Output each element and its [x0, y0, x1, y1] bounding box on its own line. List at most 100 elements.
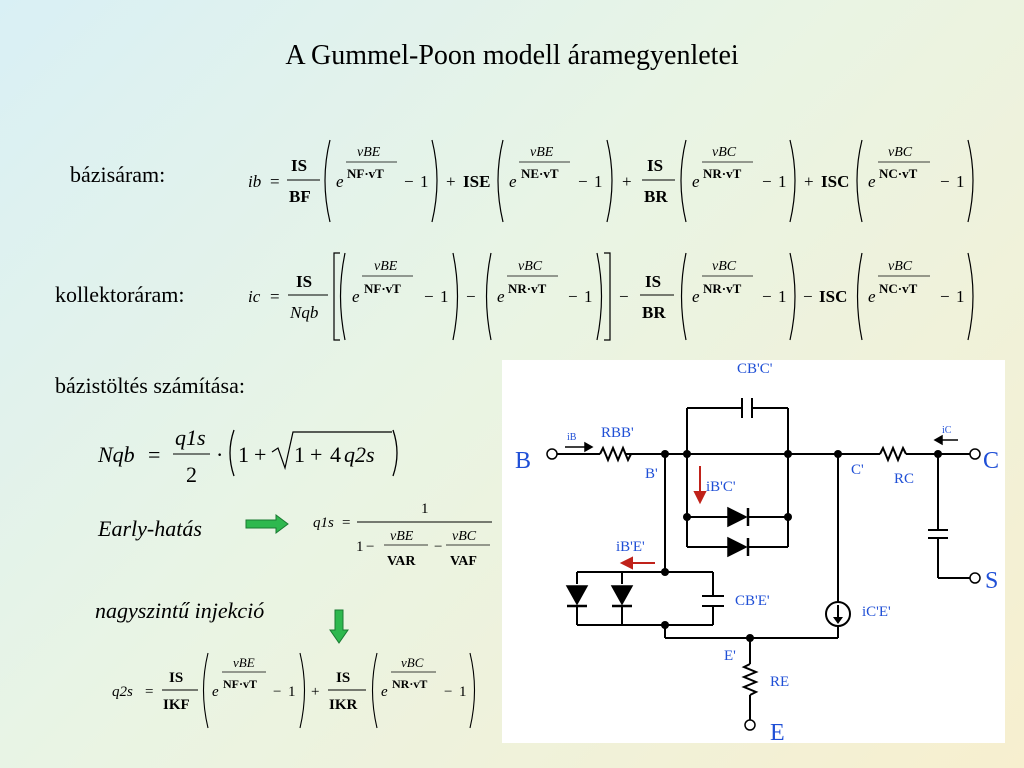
svg-text:BR: BR: [644, 187, 668, 206]
svg-text:e: e: [352, 287, 360, 306]
svg-text:ic: ic: [248, 287, 261, 306]
svg-text:BR: BR: [642, 303, 666, 322]
svg-text:−: −: [940, 287, 950, 306]
svg-text:vBC: vBC: [888, 145, 913, 160]
svg-text:1: 1: [294, 442, 305, 467]
svg-text:q1s: q1s: [313, 515, 334, 531]
rc-label: RC: [894, 471, 914, 487]
svg-text:1: 1: [356, 539, 364, 555]
svg-text:ISC: ISC: [819, 287, 847, 306]
svg-text:2: 2: [186, 462, 197, 487]
rbb-label: RBB': [601, 425, 634, 441]
svg-text:1: 1: [440, 287, 449, 306]
svg-text:e: e: [868, 287, 876, 306]
svg-text:IS: IS: [645, 272, 661, 291]
svg-text:NF·vT: NF·vT: [347, 166, 384, 181]
svg-text:NR·vT: NR·vT: [703, 166, 742, 181]
svg-text:IKR: IKR: [329, 697, 358, 713]
collector-current-equation: ic = IS Nqb e vBE NF·vT − 1 − e vBC NR·v…: [248, 252, 974, 341]
svg-text:q2s: q2s: [344, 442, 375, 467]
page-title: A Gummel-Poon modell áramegyenletei: [285, 40, 739, 71]
svg-text:vBE: vBE: [357, 145, 381, 160]
early-effect-label: Early-hatás: [98, 516, 202, 541]
ice-label: iC'E': [862, 604, 891, 620]
svg-text:1: 1: [584, 287, 593, 306]
nqb-equation: Nqb = q1s 2 · 1 + 1 + 4 q2s: [97, 425, 398, 487]
svg-text:NR·vT: NR·vT: [703, 281, 742, 296]
ibc-label: iB'C': [706, 479, 736, 495]
current-source-icon: [825, 601, 851, 627]
ep-label: E': [724, 648, 736, 664]
svg-text:=: =: [270, 287, 280, 306]
collector-current-label: kollektoráram:: [55, 282, 185, 307]
high-injection-label: nagyszintű injekció: [95, 598, 265, 623]
svg-text:−: −: [803, 287, 813, 306]
svg-text:−: −: [568, 287, 578, 306]
svg-text:=: =: [342, 515, 350, 531]
ib-label: iB: [567, 432, 577, 443]
svg-text:IS: IS: [169, 670, 183, 686]
terminal-circles: [546, 448, 981, 731]
svg-text:e: e: [868, 172, 876, 191]
svg-text:vBE: vBE: [530, 145, 554, 160]
svg-text:ISE: ISE: [463, 172, 490, 191]
node-b-label: B: [515, 448, 531, 474]
svg-text:ib: ib: [248, 172, 261, 191]
svg-text:e: e: [336, 172, 344, 191]
base-current-equation: ib = IS BF e vBE NF·vT − 1 + ISE e vBE N…: [248, 139, 974, 223]
svg-text:−: −: [762, 287, 772, 306]
svg-text:e: e: [692, 172, 700, 191]
bp-label: B': [645, 466, 658, 482]
node-c-label: C: [983, 448, 999, 474]
svg-text:NE·vT: NE·vT: [521, 166, 559, 181]
svg-text:1: 1: [956, 172, 965, 191]
node-e-label: E: [770, 720, 785, 743]
q1s-equation: q1s = 1 1 − vBE VAR − vBC VAF: [313, 501, 492, 569]
svg-text:Nqb: Nqb: [289, 303, 318, 322]
svg-text:NF·vT: NF·vT: [223, 677, 257, 691]
svg-text:vBE: vBE: [374, 259, 398, 274]
svg-text:e: e: [212, 684, 219, 700]
ibe-label: iB'E': [616, 539, 645, 555]
cbe-label: CB'E': [735, 593, 770, 609]
svg-text:vBC: vBC: [401, 655, 424, 670]
svg-text:−: −: [578, 172, 588, 191]
ic-label: iC: [942, 425, 952, 436]
svg-text:e: e: [381, 684, 388, 700]
svg-text:1: 1: [421, 501, 429, 517]
svg-text:−: −: [940, 172, 950, 191]
svg-text:vBE: vBE: [233, 655, 255, 670]
svg-text:IS: IS: [336, 670, 350, 686]
svg-text:1: 1: [956, 287, 965, 306]
svg-text:NR·vT: NR·vT: [392, 677, 427, 691]
svg-text:−: −: [366, 539, 374, 555]
svg-text:1: 1: [594, 172, 603, 191]
svg-text:NF·vT: NF·vT: [364, 281, 401, 296]
svg-text:ISC: ISC: [821, 172, 849, 191]
junction-dots: [661, 450, 942, 642]
svg-text:−: −: [619, 287, 629, 306]
svg-text:+: +: [310, 442, 322, 467]
svg-text:−: −: [466, 287, 476, 306]
svg-text:VAF: VAF: [450, 554, 477, 569]
svg-text:e: e: [692, 287, 700, 306]
svg-text:Nqb: Nqb: [97, 442, 135, 467]
svg-text:+: +: [446, 172, 456, 191]
svg-text:vBC: vBC: [712, 259, 737, 274]
svg-text:IS: IS: [291, 156, 307, 175]
svg-text:q2s: q2s: [112, 684, 133, 700]
svg-text:1: 1: [288, 684, 296, 700]
red-current-arrows: [619, 466, 707, 570]
svg-text:e: e: [497, 287, 505, 306]
svg-text:NC·vT: NC·vT: [879, 166, 918, 181]
svg-text:1: 1: [420, 172, 429, 191]
injection-arrow-icon: [329, 609, 349, 644]
svg-text:+: +: [622, 172, 632, 191]
svg-text:IS: IS: [296, 272, 312, 291]
svg-text:BF: BF: [289, 187, 311, 206]
cp-label: C': [851, 462, 864, 478]
svg-text:vBC: vBC: [888, 259, 913, 274]
node-s-label: S: [985, 568, 998, 594]
svg-text:−: −: [404, 172, 414, 191]
